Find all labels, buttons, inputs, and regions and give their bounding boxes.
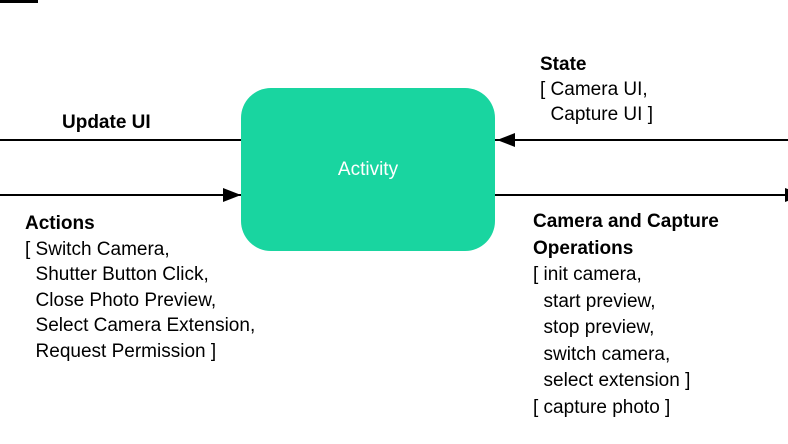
camera-operations-item: [ init camera,	[533, 264, 642, 285]
operations-arrowhead-icon	[785, 188, 788, 202]
update-ui-label: Update UI	[62, 112, 151, 133]
camera-operations-item: [ capture photo ]	[533, 396, 671, 418]
camera-operations-label-block: Camera and Capture Operations [ init cam…	[533, 209, 751, 421]
actions-label: Actions	[25, 213, 95, 234]
update-ui-label-block: Update UI	[62, 110, 151, 135]
state-label: State	[540, 54, 587, 75]
camera-operations-item: select extension ]	[533, 370, 691, 391]
actions-item: [ Switch Camera,	[25, 238, 170, 260]
camera-operations-label: Camera and Capture Operations	[533, 211, 719, 259]
state-label-block: State [ Camera UI, Capture UI ]	[540, 52, 653, 127]
actions-item: Shutter Button Click,	[25, 264, 209, 285]
camera-operations-item: start preview,	[533, 290, 656, 312]
state-arrowhead-icon	[497, 133, 515, 147]
camera-operations-item: switch camera,	[533, 343, 671, 365]
actions-item: Close Photo Preview,	[25, 289, 217, 311]
actions-item: Request Permission ]	[25, 340, 217, 362]
actions-arrowhead-icon	[223, 188, 241, 202]
actions-item: Select Camera Extension,	[25, 315, 256, 336]
state-item: Capture UI ]	[540, 104, 653, 125]
activity-node-label: Activity	[337, 158, 399, 180]
actions-label-block: Actions [ Switch Camera, Shutter Button …	[25, 211, 255, 364]
cropped-line-fragment	[0, 0, 38, 3]
activity-node: Activity	[241, 88, 495, 251]
camera-operations-item: stop preview,	[533, 317, 655, 338]
state-item: [ Camera UI,	[540, 79, 648, 100]
